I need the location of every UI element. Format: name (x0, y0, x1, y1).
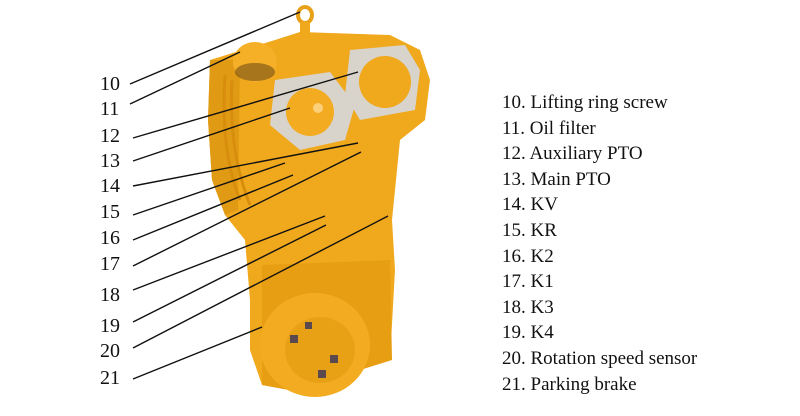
legend-number: 17. (502, 271, 526, 293)
legend-number: 21. (502, 373, 526, 395)
callout-number: 20 (100, 340, 120, 362)
legend-label: K1 (530, 271, 554, 293)
legend-label: Rotation speed sensor (530, 347, 698, 369)
legend-item: 20. Rotation speed sensor (502, 346, 697, 372)
legend-label: Main PTO (530, 168, 611, 190)
legend-number: 15. (502, 219, 526, 241)
legend-number: 16. (502, 245, 526, 267)
callout-number: 18 (100, 284, 120, 306)
legend-item: 18. K3 (502, 295, 697, 321)
callout-number: 16 (100, 227, 120, 249)
callout-number: 21 (100, 367, 120, 389)
legend-label: KR (530, 219, 557, 241)
legend-number: 18. (502, 296, 526, 318)
callout-number: 13 (100, 150, 120, 172)
legend-number: 11. (502, 117, 526, 139)
transmission-body (208, 5, 430, 397)
legend-label: K2 (530, 245, 554, 267)
legend-item: 14. KV (502, 192, 697, 218)
callout-number: 15 (100, 201, 120, 223)
legend-item: 21. Parking brake (502, 372, 697, 398)
legend-number: 19. (502, 322, 526, 344)
callout-number: 10 (100, 73, 120, 95)
legend-item: 13. Main PTO (502, 167, 697, 193)
legend-label: KV (530, 194, 558, 216)
legend-item: 15. KR (502, 218, 697, 244)
legend-number: 14. (502, 194, 526, 216)
callout-number: 17 (100, 253, 120, 275)
legend-label: Auxiliary PTO (529, 143, 643, 165)
callout-number: 12 (100, 125, 120, 147)
legend-label: K4 (530, 322, 554, 344)
legend: 10. Lifting ring screw 11. Oil filter 12… (502, 90, 697, 397)
legend-item: 17. K1 (502, 269, 697, 295)
legend-item: 11. Oil filter (502, 116, 697, 142)
legend-item: 16. K2 (502, 244, 697, 270)
legend-item: 10. Lifting ring screw (502, 90, 697, 116)
legend-number: 12. (502, 143, 526, 165)
legend-label: Oil filter (529, 117, 596, 139)
legend-label: Parking brake (530, 373, 637, 395)
legend-number: 10. (502, 92, 526, 113)
callout-number: 19 (100, 315, 120, 337)
callout-number: 11 (100, 98, 120, 120)
callout-lines (129, 11, 389, 380)
legend-label: Lifting ring screw (530, 92, 668, 113)
legend-number: 13. (502, 168, 526, 190)
legend-item: 12. Auxiliary PTO (502, 141, 697, 167)
legend-number: 20. (502, 347, 526, 369)
legend-item: 19. K4 (502, 320, 697, 346)
legend-label: K3 (530, 296, 554, 318)
callout-number: 14 (100, 175, 120, 197)
